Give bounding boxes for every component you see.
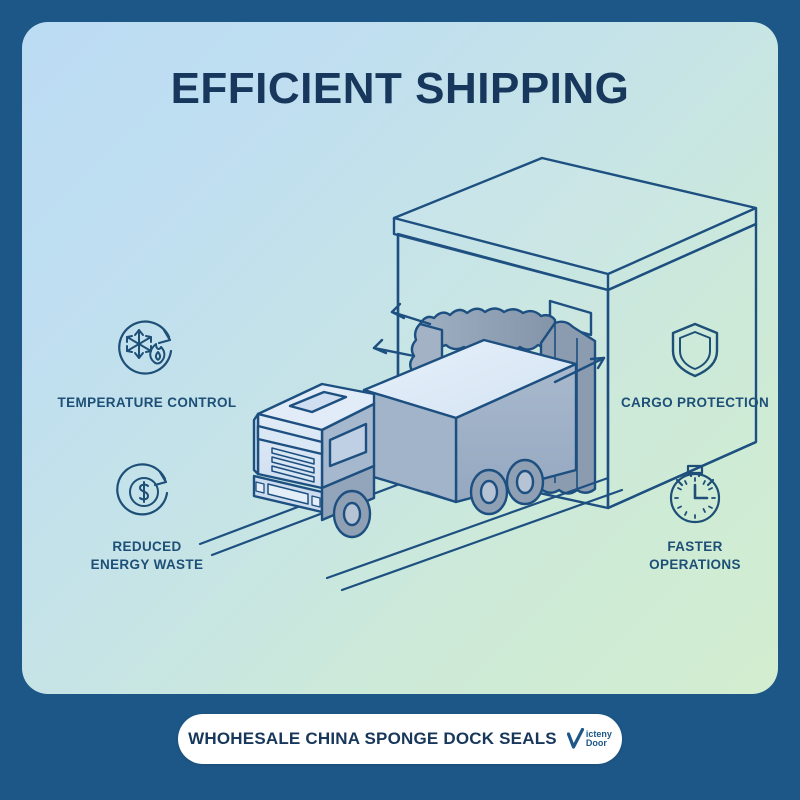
stopwatch-icon bbox=[657, 454, 733, 530]
shield-icon bbox=[657, 310, 733, 386]
feature-temperature-control[interactable]: TEMPERATURE CONTROL bbox=[52, 310, 242, 412]
feature-faster-operations[interactable]: FASTER OPERATIONS bbox=[600, 454, 778, 574]
airflow-arrows bbox=[372, 302, 606, 384]
feature-label: TEMPERATURE CONTROL bbox=[57, 395, 237, 410]
banner-text: WHOHESALE CHINA SPONGE DOCK SEALS bbox=[188, 729, 557, 748]
flame-glyph bbox=[149, 343, 166, 365]
feature-label: REDUCED ENERGY WASTE bbox=[90, 539, 204, 573]
logo-line-1: icteny bbox=[585, 729, 612, 739]
feature-label: CARGO PROTECTION bbox=[620, 395, 770, 410]
illustration-scene bbox=[198, 156, 758, 592]
feature-reduced-energy-waste[interactable]: REDUCED ENERGY WASTE bbox=[52, 454, 242, 574]
feature-label: FASTER OPERATIONS bbox=[649, 539, 741, 573]
trailer-wheels bbox=[469, 458, 545, 516]
logo-line-2: Door bbox=[585, 738, 607, 748]
bottom-banner[interactable]: WHOHESALE CHINA SPONGE DOCK SEALS icteny… bbox=[178, 714, 622, 764]
main-card: EFFICIENT SHIPPING bbox=[22, 22, 778, 694]
semi-truck bbox=[252, 338, 578, 539]
check-v-icon bbox=[566, 728, 584, 749]
snowflake-glyph bbox=[126, 329, 152, 359]
snowflake-flame-cycle-icon bbox=[109, 310, 185, 386]
feature-cargo-protection[interactable]: CARGO PROTECTION bbox=[600, 310, 778, 412]
page-title: EFFICIENT SHIPPING bbox=[170, 64, 630, 113]
dollar-cycle-icon bbox=[109, 454, 185, 530]
victeny-door-logo: icteny Door bbox=[566, 728, 612, 750]
